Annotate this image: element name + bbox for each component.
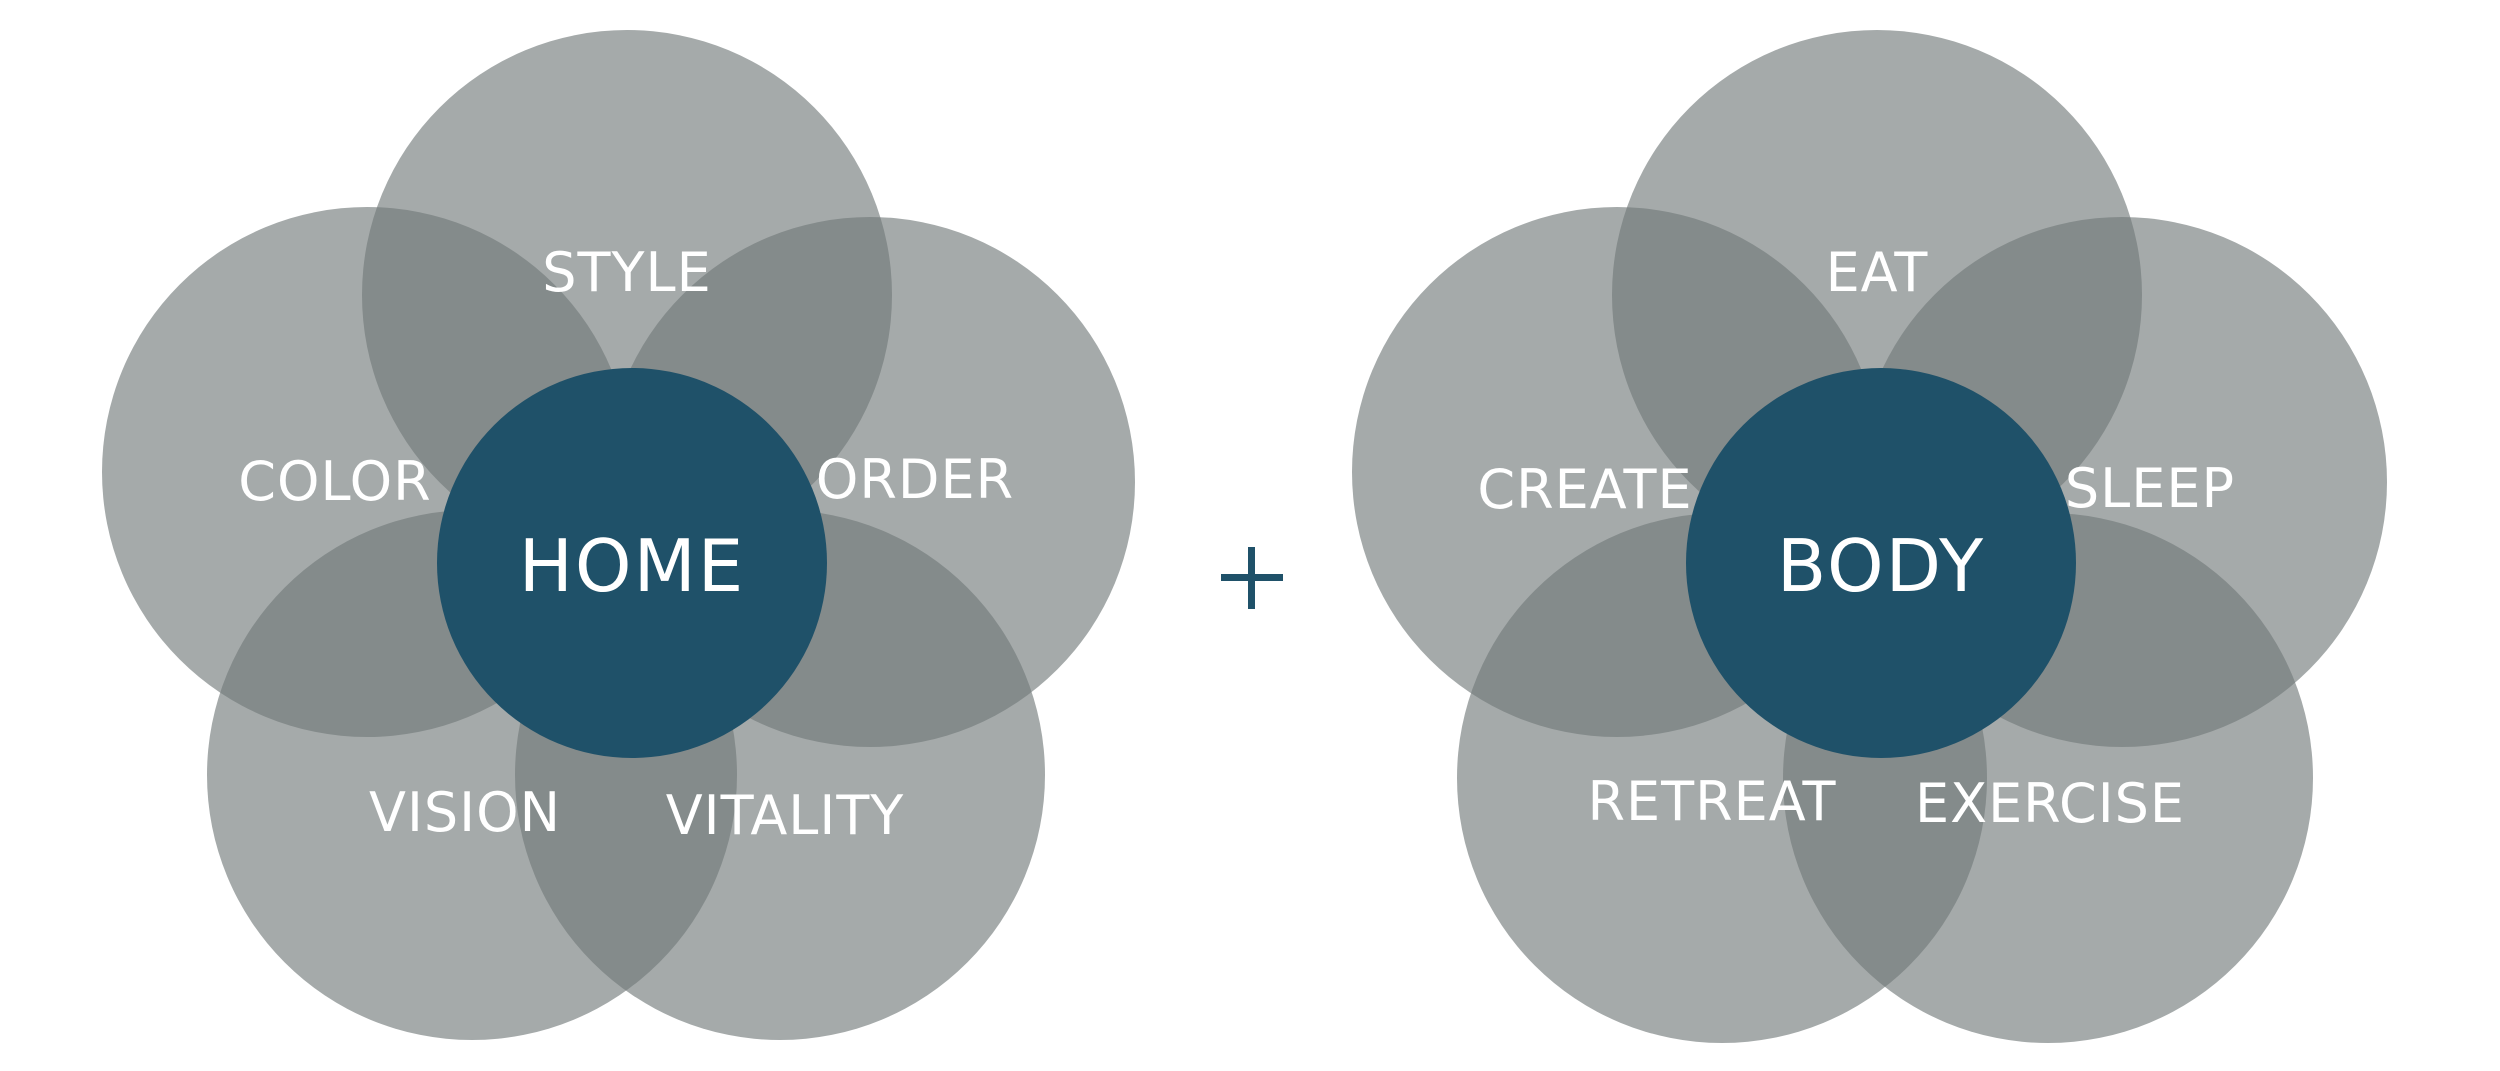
petal-label-retreat: RETREAT bbox=[1588, 770, 1837, 833]
plus-icon bbox=[1221, 547, 1283, 609]
plus-icon-vertical-bar bbox=[1248, 547, 1255, 609]
petal-label-create: CREATE bbox=[1477, 458, 1692, 521]
petal-label-color: COLOR bbox=[238, 450, 431, 513]
center-label-body: BODY bbox=[1777, 524, 1985, 608]
petal-label-sleep: SLEEP bbox=[2065, 457, 2235, 520]
center-label-home: HOME bbox=[519, 524, 745, 608]
center-circle-home bbox=[437, 368, 827, 758]
center-circle-body bbox=[1686, 368, 2076, 758]
flower-body: EAT SLEEP EXERCISE RETREAT CREATE BODY bbox=[1352, 30, 2387, 1043]
petal-label-vitality: VITALITY bbox=[666, 784, 905, 847]
petal-label-style: STYLE bbox=[542, 241, 711, 304]
petal-label-eat: EAT bbox=[1826, 241, 1929, 304]
petal-label-order: ORDER bbox=[816, 448, 1014, 511]
petal-label-exercise: EXERCISE bbox=[1915, 772, 2185, 835]
flower-home: STYLE ORDER VITALITY VISION COLOR HOME bbox=[102, 30, 1135, 1040]
petal-label-vision: VISION bbox=[369, 781, 561, 844]
